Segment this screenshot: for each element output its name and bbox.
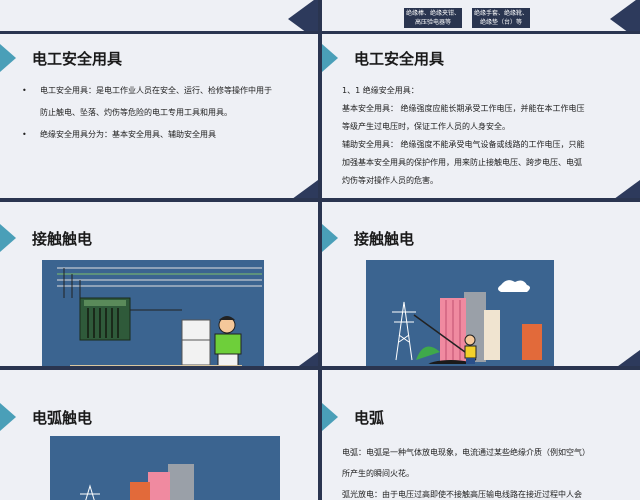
building [148, 472, 170, 500]
slide-2: 电工安全用具 1、1 绝缘安全用具： 基本安全用具： 绝缘强度应能长期承受工作电… [322, 34, 640, 198]
title-triangle [322, 224, 338, 252]
building [484, 310, 500, 360]
tag-aux-line-1: 绝缘手套、绝缘靴、 [474, 10, 529, 17]
body-line: 所产生的瞬间火花。 [342, 469, 414, 478]
refrigerator-icon [181, 319, 211, 366]
slide-corner-triangle [610, 0, 640, 31]
body-line: 灼伤等对操作人员的危害。 [342, 176, 438, 185]
transformer-top [84, 300, 126, 306]
person-hair [219, 316, 235, 320]
tag-basic-tools: 绝缘棒、绝缘夹钳、 高压验电器等 [404, 8, 463, 28]
slide-5: 电弧触电 [0, 370, 318, 500]
ground-platform [70, 365, 242, 366]
slide-title: 接触触电 [354, 230, 415, 248]
body-line: 电弧：电弧是一种气体放电现象，电流通过某些绝缘介质（例如空气） [342, 448, 590, 457]
ground [366, 364, 554, 366]
tree-icon [416, 346, 440, 360]
scene-svg [80, 464, 194, 500]
title-triangle [0, 224, 16, 252]
slide-body: 1、1 绝缘安全用具： 基本安全用具： 绝缘强度应能长期承受工作电压，并能在本工… [342, 82, 638, 190]
slide-title: 电工安全用具 [354, 50, 445, 68]
illustration-contact-shock [42, 260, 264, 366]
slide-6: 电弧 电弧：电弧是一种气体放电现象，电流通过某些绝缘介质（例如空气） 所产生的瞬… [322, 370, 640, 500]
slide-corner-triangle [610, 180, 640, 198]
slide-1: 电工安全用具 电工安全用具：是电工作业人员在安全、运行、检修等操作中用于 防止触… [0, 34, 318, 198]
bullet-item: 绝缘安全用具分为：基本安全用具、辅助安全用具 [22, 126, 312, 144]
person-body [214, 333, 242, 355]
slide-corner-triangle [288, 352, 318, 366]
transformer-fins [87, 308, 119, 338]
tag-aux-tools: 绝缘手套、绝缘靴、 绝缘垫（台）等 [472, 8, 531, 28]
slide-corner-triangle [610, 350, 640, 366]
slide-title: 电弧 [354, 409, 385, 427]
title-triangle [0, 44, 16, 72]
building [130, 482, 150, 500]
slide-body: 电工安全用具：是电工作业人员在安全、运行、检修等操作中用于 防止触电、坠落、灼伤… [22, 82, 312, 144]
scene-svg [57, 267, 262, 366]
slide-title: 电弧触电 [32, 409, 93, 427]
person-legs [466, 358, 475, 366]
pylon-icon [80, 484, 100, 500]
slide-0 [0, 0, 318, 31]
body-line: 1、1 绝缘安全用具： [342, 86, 419, 95]
slide-0b: 绝缘棒、绝缘夹钳、 高压验电器等 绝缘手套、绝缘靴、 绝缘垫（台）等 [322, 0, 640, 31]
slide-title: 电工安全用具 [32, 50, 123, 68]
slide-4: 接触触电 [322, 202, 640, 366]
building [522, 324, 542, 360]
person-body [464, 345, 477, 359]
tag-basic-line-2: 高压验电器等 [415, 19, 452, 26]
bullet-continuation: 防止触电、坠落、灼伤等危险的电工专用工具和用具。 [40, 108, 232, 117]
body-line: 等级产生过电压时，保证工作人员的人身安全。 [342, 122, 510, 131]
slide-body: 电弧：电弧是一种气体放电现象，电流通过某些绝缘介质（例如空气） 所产生的瞬间火花… [342, 442, 638, 500]
illustration-step-voltage [366, 260, 554, 366]
scene-svg [366, 280, 554, 366]
building [168, 464, 194, 500]
bullet-item: 电工安全用具：是电工作业人员在安全、运行、检修等操作中用于 [22, 82, 312, 100]
slide-title: 接触触电 [32, 230, 93, 248]
person-head [464, 334, 476, 346]
title-triangle [322, 44, 338, 72]
tag-aux-line-2: 绝缘垫（台）等 [480, 19, 523, 26]
person-legs [217, 353, 239, 366]
body-line: 辅助安全用具： 绝缘强度不能承受电气设备或线路的工作电压，只能 [342, 140, 585, 149]
tag-basic-line-1: 绝缘棒、绝缘夹钳、 [406, 10, 461, 17]
slide-corner-triangle [288, 0, 318, 31]
slide-corner-triangle [288, 180, 318, 198]
building-windows [445, 300, 461, 360]
body-line: 弧光放电：由于电压过高即使不接触高压输电线路在接近过程中人会 [342, 490, 582, 499]
cloud-icon [498, 280, 530, 292]
body-line: 加强基本安全用具的保护作用，用来防止接触电压、跨步电压、电弧 [342, 158, 582, 167]
title-triangle [0, 403, 16, 431]
pylon-icon [392, 301, 416, 361]
illustration-arc-shock [50, 436, 280, 500]
body-line: 基本安全用具： 绝缘强度应能长期承受工作电压，并能在本工作电压 [342, 104, 585, 113]
slide-3: 接触触电 [0, 202, 318, 366]
title-triangle [322, 403, 338, 431]
